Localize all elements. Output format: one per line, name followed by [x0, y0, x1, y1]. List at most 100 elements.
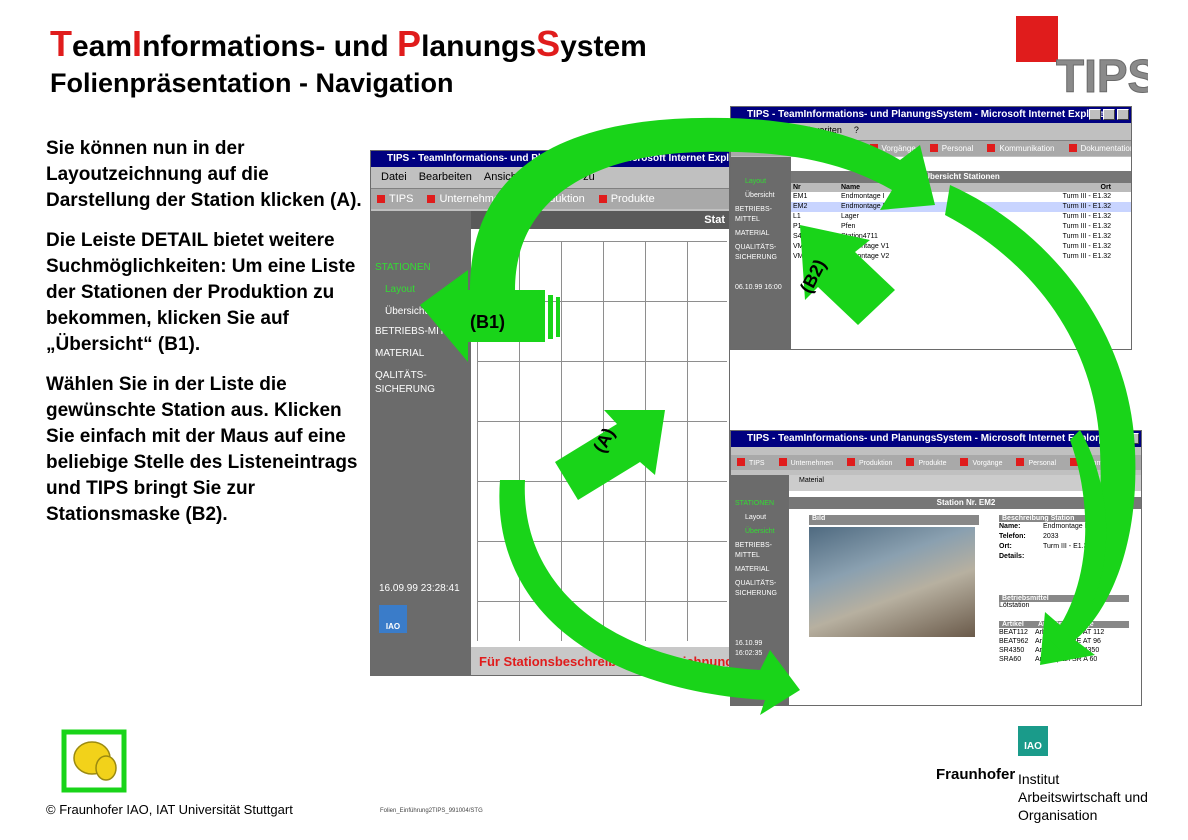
- minimize-icon[interactable]: [1099, 433, 1111, 444]
- menu-wechseln[interactable]: Wechseln zu: [741, 125, 793, 135]
- table-cell: VM1: [793, 243, 808, 250]
- maximize-icon[interactable]: [1103, 109, 1115, 120]
- table-cell: Turm III - E1.32: [1062, 213, 1111, 220]
- sidebar-stationen[interactable]: STATIONEN: [375, 262, 431, 273]
- menu-favoriten[interactable]: Favoriten: [804, 125, 842, 135]
- table-cell: Arbeitsplan SR A 60: [1035, 656, 1098, 663]
- station-header: Stat: [471, 211, 729, 229]
- image-label: Bild: [809, 515, 979, 525]
- sidebar-betriebsmittel[interactable]: BETRIEBS-MITTEL: [735, 542, 772, 559]
- clock-label: 06.10.99 16:00: [735, 284, 782, 291]
- col-name: Name: [841, 184, 861, 191]
- layout-window: TIPS - TeamInformations- und PlanungsSys…: [370, 150, 730, 676]
- menu-ansicht[interactable]: Ansicht: [483, 171, 520, 183]
- window-titlebar: TIPS - TeamInformations- und PlanungsSys…: [731, 107, 1131, 123]
- nav-item[interactable]: Unternehmen: [779, 458, 833, 467]
- equipment-section: Betriebsmittel Lötstation: [999, 595, 1129, 609]
- nav-item[interactable]: Dokumentation: [1069, 144, 1132, 153]
- nav-item[interactable]: Kommunikation: [987, 144, 1054, 153]
- nav-item[interactable]: TIPS: [737, 458, 765, 467]
- nav-unternehmen[interactable]: Unternehmen: [427, 193, 506, 205]
- sidebar-layout[interactable]: Layout: [745, 178, 767, 185]
- sidebar-layout[interactable]: Layout: [385, 284, 416, 295]
- nav-item[interactable]: Produkte: [811, 144, 855, 153]
- menu-help[interactable]: ?: [853, 125, 859, 135]
- nav-item[interactable]: Personal: [930, 144, 974, 153]
- menu-wechseln[interactable]: Wechseln zu: [531, 171, 595, 183]
- material-dropdown[interactable]: Material: [799, 477, 824, 484]
- nav-item[interactable]: Produktion: [847, 458, 892, 467]
- sidebar-qualitaet[interactable]: QUALITÄTS-SICHERUNG: [735, 580, 778, 597]
- title-capital: P: [397, 23, 422, 64]
- menu-bearbeiten[interactable]: Bearbeiten: [418, 171, 472, 183]
- description-row: Telefon: 2033: [999, 532, 1129, 542]
- nav-item[interactable]: Kommunikation: [1070, 458, 1130, 467]
- sidebar-uebersicht[interactable]: Übersicht: [385, 306, 428, 317]
- sidebar-material[interactable]: MATERIAL: [735, 230, 770, 237]
- table-cell: Turm III - E1.32: [1062, 233, 1111, 240]
- nav-item[interactable]: Personal: [1016, 458, 1056, 467]
- sidebar-qualitaet[interactable]: QUALITÄTS-SICHERUNG: [735, 244, 778, 261]
- institute-name: Institut Arbeitswirtschaft und Organisat…: [1018, 770, 1148, 824]
- nav-item[interactable]: Vorgänge: [870, 144, 916, 153]
- clock-label: 16.09.99 23:28:41: [379, 583, 460, 594]
- menu-datei[interactable]: Datei: [381, 171, 407, 183]
- detail-sidebar: Layout Übersicht BETRIEBS-MITTEL MATERIA…: [731, 157, 791, 349]
- drawing-caption: Für Stationsbeschreibung der Zeichnung .…: [471, 647, 729, 675]
- sidebar-layout[interactable]: Layout: [745, 514, 767, 521]
- col-arbeitsunterlage: Arbeitsunterlage: [1038, 621, 1094, 628]
- maximize-icon[interactable]: [1113, 433, 1125, 444]
- sidebar-betriebsmittel[interactable]: BETRIEBS-MITTEL: [735, 206, 772, 223]
- window-controls: [1099, 433, 1139, 444]
- clover-logo: [61, 729, 127, 793]
- close-icon[interactable]: [1117, 109, 1129, 120]
- sidebar-material[interactable]: MATERIAL: [375, 348, 425, 359]
- nav-produkte[interactable]: Produkte: [599, 193, 655, 205]
- description-value: 2033: [1043, 533, 1059, 540]
- arrow-label-b1: (B1): [470, 312, 505, 332]
- minimize-icon[interactable]: [1089, 109, 1101, 120]
- description-key: Name:: [999, 523, 1021, 530]
- window-title: TIPS - TeamInformations- und PlanungsSys…: [747, 433, 1109, 444]
- table-cell: Lager: [841, 213, 859, 220]
- nav-item[interactable]: Unternehmen: [737, 144, 797, 153]
- col-ort: Ort: [1100, 184, 1112, 191]
- nav-produktion[interactable]: Produktion: [520, 193, 585, 205]
- nav-tips[interactable]: TIPS: [377, 193, 413, 205]
- sidebar-betriebsmittel[interactable]: BETRIEBS-MITTEL: [375, 326, 464, 337]
- nav-item[interactable]: Produkte: [906, 458, 946, 467]
- title-fragment: nformations- und: [142, 30, 398, 63]
- table-cell: SRA60: [999, 656, 1022, 663]
- sidebar-uebersicht[interactable]: Übersicht: [745, 192, 775, 199]
- nav-item[interactable]: Vorgänge: [960, 458, 1002, 467]
- title-fragment: eam: [72, 30, 133, 63]
- iao-logo: IAO: [1018, 726, 1048, 756]
- sidebar-uebersicht[interactable]: Übersicht: [745, 528, 775, 535]
- app-navbar: TIPS Unternehmen Produktion Produkte: [371, 189, 729, 209]
- station-list-window: TIPS - TeamInformations- und PlanungsSys…: [730, 106, 1132, 350]
- description-key: Telefon:: [999, 533, 1026, 540]
- sidebar-material[interactable]: MATERIAL: [735, 566, 770, 573]
- app-navbar: Unternehmen Produkte Vorgänge Personal Kommu…: [731, 141, 1131, 156]
- table-cell: S4711: [793, 233, 813, 240]
- paragraph-a: Sie können nun in der Layoutzeichnung au…: [46, 138, 362, 211]
- title-capital: S: [536, 23, 561, 64]
- close-icon[interactable]: [1127, 433, 1139, 444]
- sidebar-stationen[interactable]: STATIONEN: [735, 500, 775, 507]
- table-row[interactable]: SRA60 Arbeitsplan SR A 60: [999, 655, 1129, 664]
- app-navbar: TIPS Unternehmen Produktion Produkte Vorgäng…: [731, 455, 1141, 470]
- sidebar-qualitaet[interactable]: QALITÄTS-SICHERUNG: [375, 370, 436, 395]
